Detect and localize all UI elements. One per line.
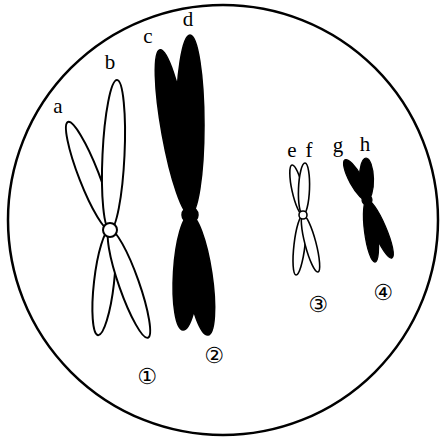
- chromosome-3: [287, 163, 324, 276]
- chromatid-label: b: [105, 52, 116, 73]
- cell-membrane: [8, 5, 438, 435]
- chromatid-label: d: [183, 9, 194, 30]
- chromatid-label: c: [143, 26, 152, 47]
- chromatid-label: h: [360, 134, 371, 155]
- chromatid-label: a: [53, 96, 62, 117]
- chromosome-number: ③: [308, 294, 328, 316]
- chromatid-label: g: [333, 135, 344, 156]
- chromosome-number: ④: [373, 282, 393, 304]
- chromosome-number: ①: [137, 366, 157, 388]
- chromosome-4: [339, 157, 398, 263]
- chromosome-1: [59, 80, 158, 342]
- chromosome-number: ②: [204, 345, 224, 367]
- chromatid-label: e: [287, 140, 296, 161]
- chromosome-2: [147, 35, 221, 337]
- chromatid-label: f: [306, 140, 313, 161]
